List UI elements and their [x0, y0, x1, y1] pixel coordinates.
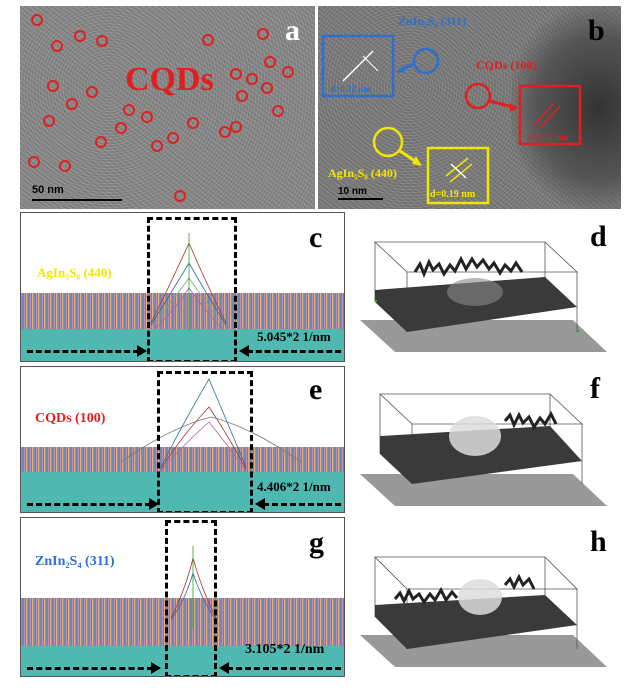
scale-label: 10 nm — [338, 186, 367, 197]
left-arrow — [27, 503, 151, 506]
panel-letter-b: b — [588, 14, 605, 47]
plane-label: AgIn₅S₈ (440) — [37, 265, 112, 280]
surface-3d — [360, 393, 607, 506]
panel-a-tem-image: CQDs a 50 nm — [20, 6, 315, 209]
panel-g-profile-plot: ZnIn₂S₄ (311) 3.105*2 1/nm g — [20, 517, 345, 677]
panel-f-surface-plot: f — [355, 366, 623, 513]
right-arrow — [247, 350, 341, 353]
znin-spacing: d=0.32 nm — [330, 84, 371, 94]
right-arrow — [263, 503, 341, 506]
agin-label: AgIn₅S₈ (440) — [328, 166, 397, 180]
scale-bar — [32, 199, 122, 201]
plane-label: ZnIn₂S₄ (311) — [35, 554, 115, 569]
hrtem-annotations — [321, 34, 582, 205]
left-arrowhead — [137, 345, 147, 357]
panel-e-profile-plot: CQDs (100) 4.406*2 1/nm e — [20, 366, 345, 513]
left-arrowhead — [149, 498, 159, 510]
panel-letter-d: d — [590, 220, 607, 253]
znin-label: ZnIn₂S₄ (311) — [398, 14, 467, 28]
panel-letter-g: g — [309, 526, 324, 559]
right-arrowhead — [219, 662, 229, 674]
left-arrowhead — [151, 662, 161, 674]
agin-spacing: d=0.19 nm — [430, 189, 476, 200]
panel-b-hrtem-image: ZnIn₂S₄ (311) d=0.32 nm CQDs (100) d=0.2… — [318, 6, 621, 209]
plane-label: CQDs (100) — [35, 411, 106, 426]
peak-lines — [170, 546, 217, 628]
qd-circles — [28, 14, 294, 202]
peak-lines — [150, 233, 227, 331]
peak-lines — [120, 378, 302, 472]
right-arrow — [227, 667, 341, 670]
surface-3d — [360, 241, 607, 352]
scale-label: 50 nm — [32, 184, 64, 196]
panel-letter-f: f — [590, 372, 600, 405]
surface-3d — [360, 556, 607, 667]
panel-d-surface-plot: d — [355, 212, 623, 362]
peak-window — [157, 371, 253, 512]
profile-lines — [21, 598, 344, 653]
cqd-label: CQDs (100) — [476, 58, 537, 72]
panel-h-surface-plot: h — [355, 517, 623, 677]
teal-fill — [21, 646, 344, 676]
cqds-label: CQDs — [125, 61, 214, 98]
panel-letter-e: e — [309, 373, 323, 406]
dark-region — [511, 6, 621, 209]
teal-fill — [21, 329, 344, 361]
left-arrow — [27, 667, 153, 670]
right-arrowhead — [239, 345, 249, 357]
distance-label: 4.406*2 1/nm — [257, 479, 331, 494]
panel-letter-a: a — [285, 14, 300, 47]
distance-label: 5.045*2 1/nm — [257, 329, 331, 344]
distance-label: 3.105*2 1/nm — [245, 642, 325, 657]
panel-c-profile-plot: AgIn₅S₈ (440) 5.045*2 1/nm c — [20, 212, 345, 362]
peak-window — [165, 520, 217, 676]
panel-letter-c: c — [309, 221, 323, 254]
panel-letter-h: h — [590, 525, 607, 558]
left-arrow — [27, 350, 139, 353]
cqd-spacing: d=0.21 nm — [528, 132, 569, 142]
peak-window — [147, 217, 237, 361]
right-arrowhead — [255, 498, 265, 510]
